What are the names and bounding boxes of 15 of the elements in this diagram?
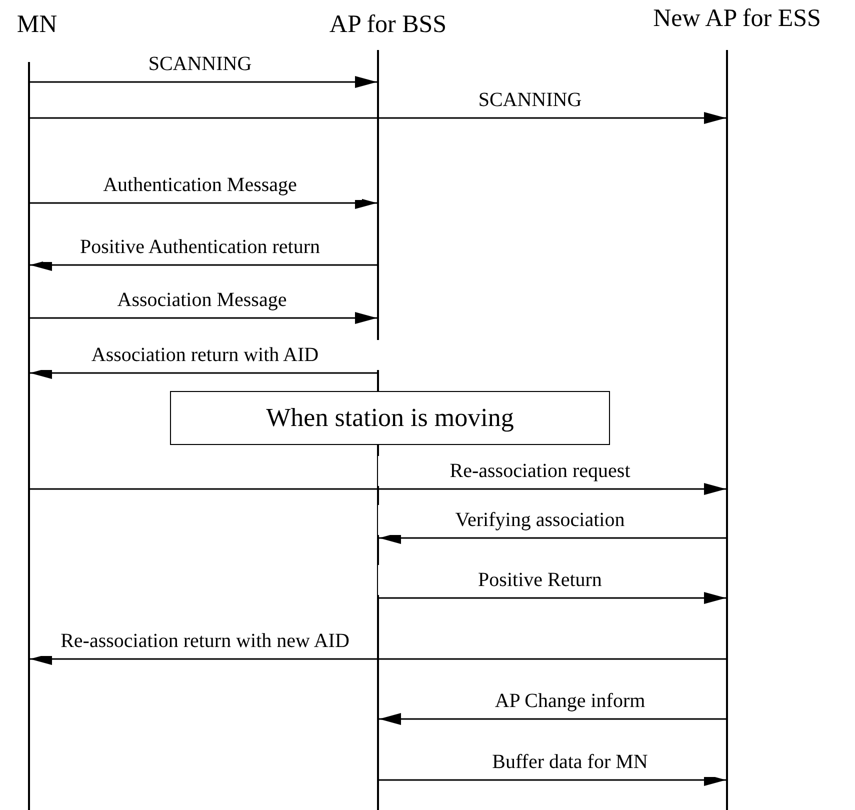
message-arrow (379, 713, 726, 725)
message-arrow (30, 483, 726, 495)
message-arrow (30, 312, 377, 324)
message-arrow (30, 112, 726, 124)
participant-label: MN (16, 12, 58, 37)
participant-label: AP for BSS (329, 12, 447, 37)
message-arrow (379, 592, 726, 604)
lifeline (28, 62, 30, 810)
note-box (170, 391, 610, 445)
message-arrow (30, 76, 377, 88)
participant-label: New AP for ESS (653, 6, 821, 31)
note-text: When station is moving (266, 403, 514, 433)
message-arrow (30, 259, 377, 271)
message-arrow (30, 197, 377, 209)
lifeline (726, 50, 728, 810)
